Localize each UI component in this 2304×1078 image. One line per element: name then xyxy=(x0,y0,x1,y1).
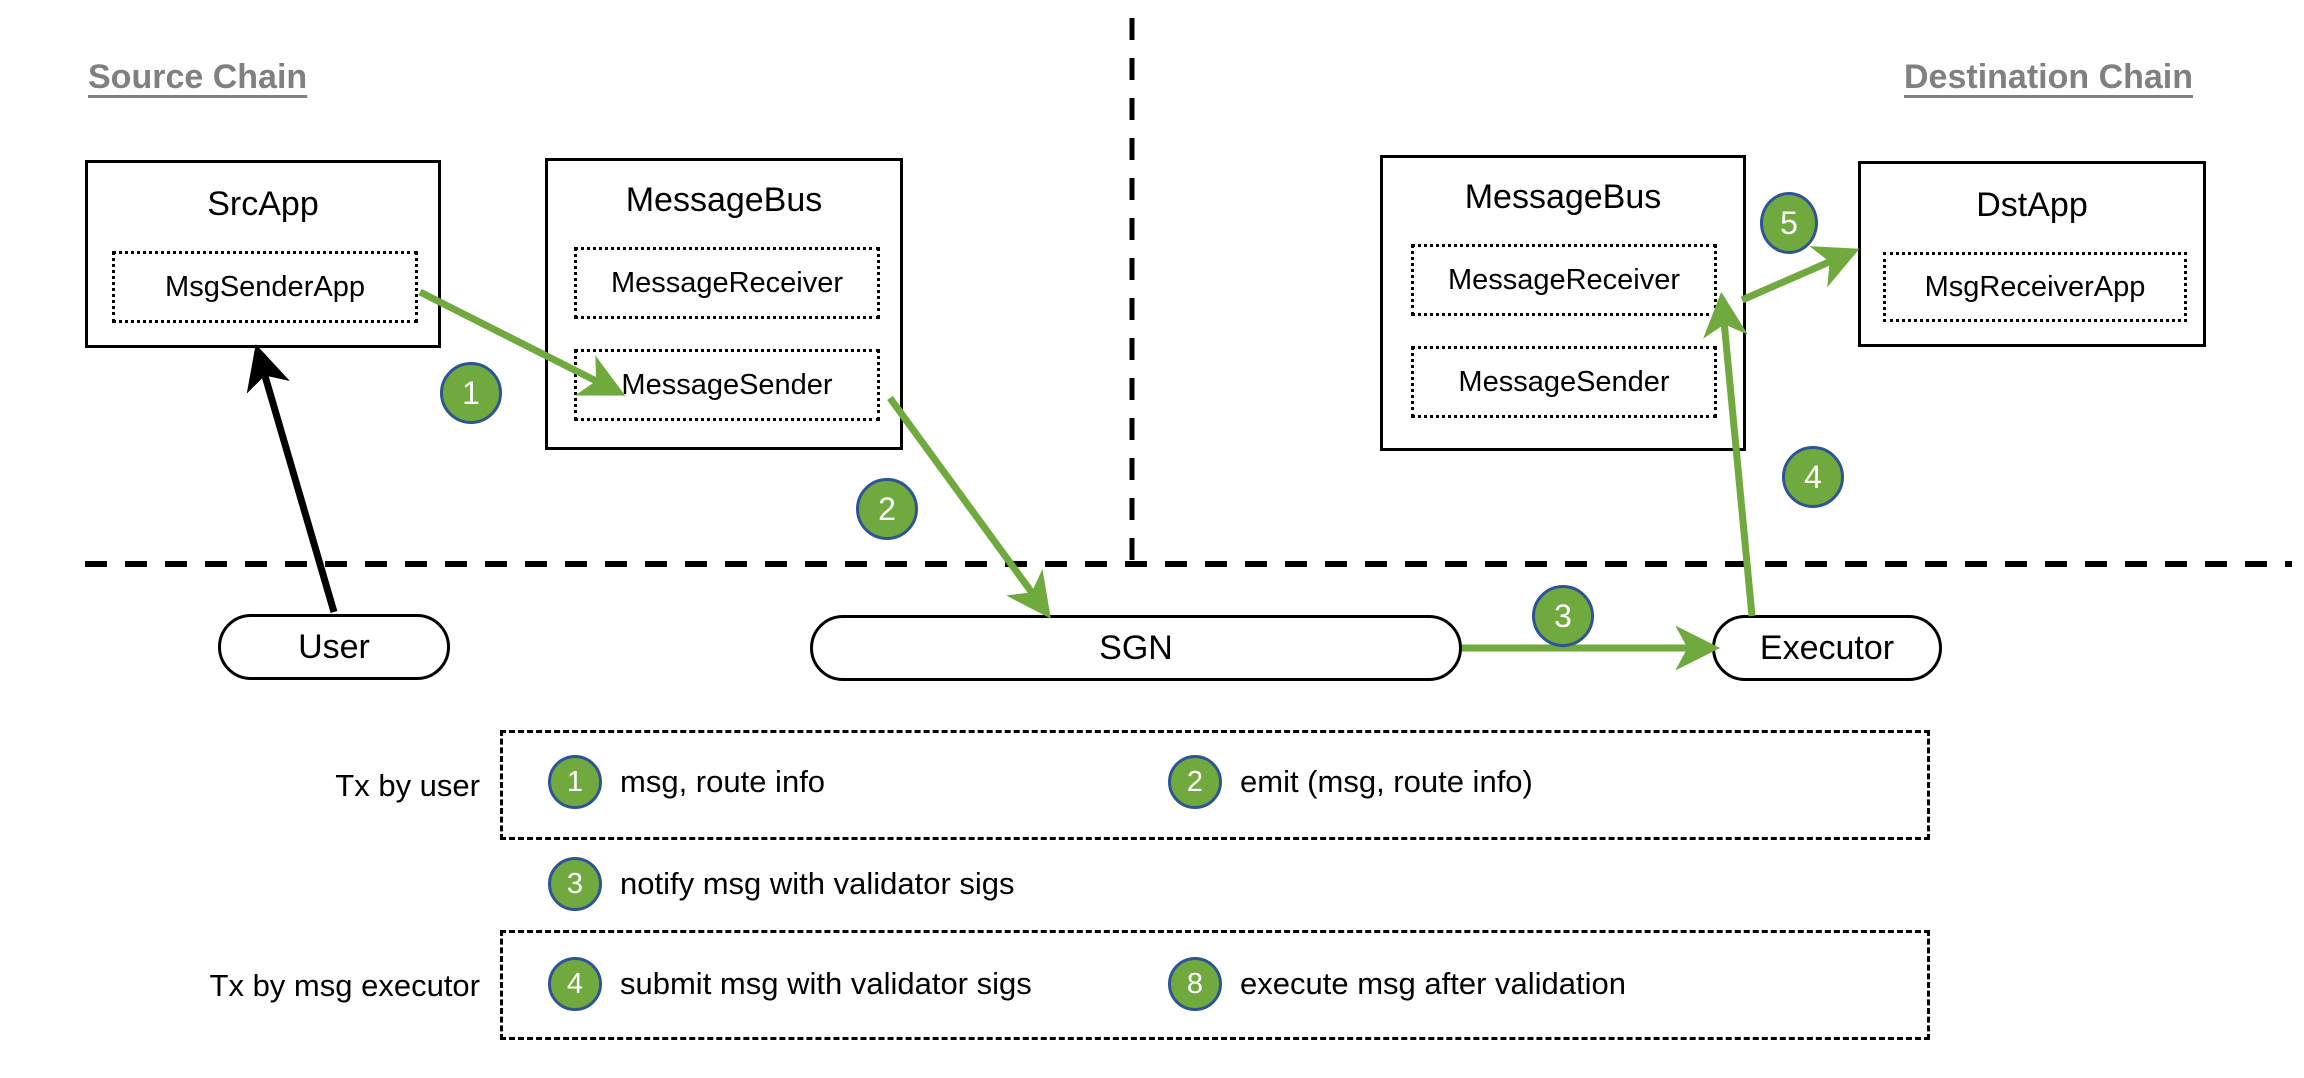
src-message-bus-title: MessageBus xyxy=(625,181,823,219)
dst-app-msgreceiverapp[interactable]: MsgReceiverApp xyxy=(1883,252,2187,322)
dst-app-box[interactable]: DstApp MsgReceiverApp xyxy=(1858,161,2206,347)
legend-text-2: emit (msg, route info) xyxy=(1240,764,1533,799)
arrow-user-to-srcapp xyxy=(246,344,338,613)
legend-text-8: execute msg after validation xyxy=(1240,966,1626,1001)
src-message-bus-box[interactable]: MessageBus MessageReceiver MessageSender xyxy=(545,158,903,450)
legend-badge-1: 1 xyxy=(548,755,602,809)
flow-badge-2: 2 xyxy=(856,478,918,540)
legend-badge-4: 4 xyxy=(548,957,602,1011)
src-message-receiver[interactable]: MessageReceiver xyxy=(574,247,880,319)
src-app-box[interactable]: SrcApp MsgSenderApp xyxy=(85,160,441,348)
executor-node[interactable]: Executor xyxy=(1712,615,1942,681)
dst-message-bus-title: MessageBus xyxy=(1464,178,1662,216)
user-node[interactable]: User xyxy=(218,614,450,680)
flow-badge-4: 4 xyxy=(1782,446,1844,508)
legend-item-4: 4 submit msg with validator sigs xyxy=(548,957,1032,1011)
dst-message-bus-box[interactable]: MessageBus MessageReceiver MessageSender xyxy=(1380,155,1746,451)
legend-badge-8: 8 xyxy=(1168,957,1222,1011)
src-message-sender[interactable]: MessageSender xyxy=(574,349,880,421)
legend-text-3: notify msg with validator sigs xyxy=(620,866,1015,901)
legend-item-1: 1 msg, route info xyxy=(548,755,825,809)
legend-badge-2: 2 xyxy=(1168,755,1222,809)
src-app-msgsenderapp[interactable]: MsgSenderApp xyxy=(112,251,418,323)
flow-badge-1: 1 xyxy=(440,362,502,424)
src-app-title: SrcApp xyxy=(207,185,319,223)
legend-item-3: 3 notify msg with validator sigs xyxy=(548,857,1015,911)
legend-badge-3: 3 xyxy=(548,857,602,911)
dst-message-sender[interactable]: MessageSender xyxy=(1411,346,1717,418)
source-chain-title: Source Chain xyxy=(88,58,308,96)
destination-chain-title: Destination Chain xyxy=(1904,58,2194,96)
legend-text-4: submit msg with validator sigs xyxy=(620,966,1032,1001)
legend-item-2: 2 emit (msg, route info) xyxy=(1168,755,1533,809)
legend-label-tx-by-user: Tx by user xyxy=(335,768,480,803)
flow-badge-3: 3 xyxy=(1532,585,1594,647)
dst-app-title: DstApp xyxy=(1976,186,2088,224)
legend-label-tx-by-msg-executor: Tx by msg executor xyxy=(209,968,480,1003)
flow-badge-5: 5 xyxy=(1760,192,1818,254)
arrow-step-5 xyxy=(1740,246,1860,304)
dst-message-receiver[interactable]: MessageReceiver xyxy=(1411,244,1717,316)
legend-text-1: msg, route info xyxy=(620,764,826,799)
sgn-node[interactable]: SGN xyxy=(810,615,1462,681)
legend-group-tx-by-msg-executor xyxy=(500,930,1930,1040)
legend-item-8: 8 execute msg after validation xyxy=(1168,957,1626,1011)
legend-group-tx-by-user xyxy=(500,730,1930,840)
